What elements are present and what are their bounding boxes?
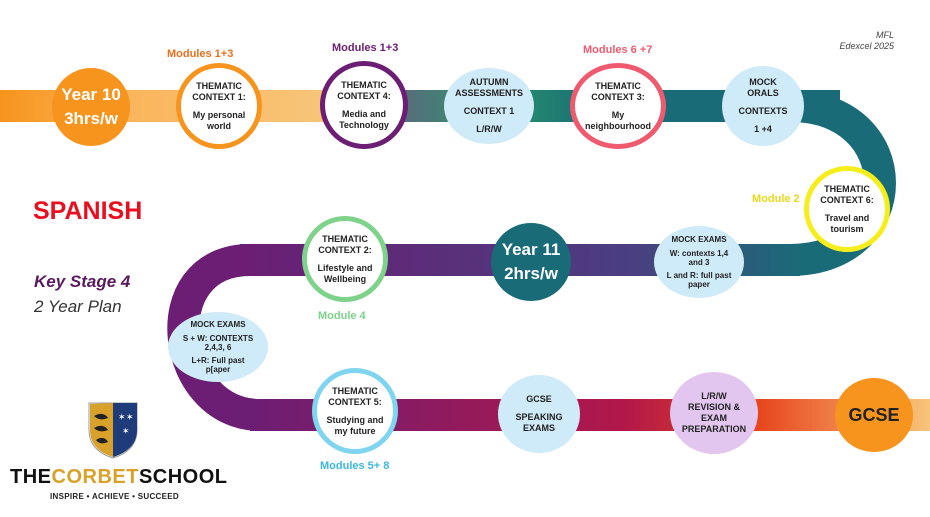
module-label-tc1: Modules 1+3 [167,48,234,60]
milestone-line: Wellbeing [323,273,367,284]
milestone-line: Studying and [326,414,384,425]
milestone-line: 1 +4 [754,124,772,134]
milestone-line: MOCK [749,77,777,87]
milestone-line: MOCK EXAMS [190,320,246,329]
milestone-line: GCSE [526,394,552,404]
milestone-line: ORALS [747,88,779,98]
plan-label: 2 Year Plan [34,297,122,316]
svg-text:✶: ✶ [118,413,126,423]
milestone-tc1: THEMATIC CONTEXT 1: My personal world [176,63,262,149]
milestone-year10: Year 10 3hrs/w [52,68,130,146]
module-label-tc5: Modules 5+ 8 [320,460,390,472]
milestone-line: Media and [341,108,386,119]
milestone-line: world [207,120,231,131]
milestone-line: CONTEXT 6: [820,194,874,205]
svg-text:✶: ✶ [126,413,134,423]
milestone-line: neighbourhood [585,120,651,131]
milestone-tc3: THEMATIC CONTEXT 3: My neighbourhood [570,63,666,149]
milestone-autumn: AUTUMN ASSESSMENTS CONTEXT 1 L/R/W [444,68,534,144]
milestone-mock-orals: MOCK ORALS CONTEXTS 1 +4 [722,66,804,146]
milestone-line: MOCK EXAMS [671,235,727,244]
milestone-line: My [611,109,625,120]
milestone-mock-exams-1: MOCK EXAMS W: contexts 1,4 and 3 L and R… [654,226,744,298]
milestone-line: THEMATIC [595,80,641,91]
milestone-line: CONTEXT 4: [337,90,391,101]
milestone-tc5: THEMATIC CONTEXT 5: Studying and my futu… [312,368,398,454]
milestone-line: L/R/W [701,391,727,401]
page-title: SPANISH [33,197,143,225]
exam-board: Edexcel 2025 [839,41,894,51]
school-name-part1: THE [10,466,52,488]
milestone-gcse-speaking: GCSE SPEAKING EXAMS [498,375,580,453]
milestone-line: SPEAKING [515,412,563,422]
svg-text:✶: ✶ [122,427,130,437]
milestone-line: CONTEXTS [738,106,788,116]
milestone-line: Year 11 [501,240,561,259]
milestone-line: REVISION & [687,402,740,412]
school-name: THECORBETSCHOOL [10,466,228,489]
milestone-line: 2,4,3, 6 [204,343,232,352]
school-name-part3: SCHOOL [138,466,228,488]
school-tagline: INSPIRE • ACHIEVE • SUCCEED [50,492,179,501]
milestone-line: paper [688,280,710,289]
milestone-tc4: THEMATIC CONTEXT 4: Media and Technology [320,61,408,149]
milestone-tc6: THEMATIC CONTEXT 6: Travel and tourism [804,166,890,252]
milestone-line: Technology [339,119,389,130]
milestone-line: THEMATIC [824,183,870,194]
milestone-line: THEMATIC [196,80,242,91]
milestone-line: THEMATIC [332,385,378,396]
module-label-tc2: Module 4 [318,310,366,322]
milestone-tc2: THEMATIC CONTEXT 2: Lifestyle and Wellbe… [302,216,388,302]
milestone-line: ASSESSMENTS [454,88,523,98]
milestone-line: EXAM [700,413,727,423]
milestone-year11: Year 11 2hrs/w [491,223,571,301]
milestone-line: CONTEXT 1 [463,106,515,116]
milestone-line: THEMATIC [322,233,368,244]
milestone-line: Lifestyle and [317,262,373,273]
milestone-line: CONTEXT 2: [318,244,372,255]
milestone-line: and 3 [688,258,710,267]
milestone-gcse: GCSE [835,378,913,452]
milestone-line: Travel and [824,212,870,223]
milestone-revision: L/R/W REVISION & EXAM PREPARATION [670,372,758,454]
milestone-line: CONTEXT 3: [591,91,645,102]
milestone-line: AUTUMN [469,77,509,87]
milestone-line: EXAMS [522,423,555,433]
milestone-line: S + W: CONTEXTS [182,334,254,343]
milestone-line: THEMATIC [341,79,387,90]
road-segment-1 [0,90,330,122]
school-crest-logo: ✶ ✶ ✶ [88,402,138,459]
milestone-line: L and R: full past [666,271,732,280]
module-label-tc3: Modules 6 +7 [583,44,653,56]
milestone-line: 3hrs/w [64,109,118,128]
milestone-line: p[aper [205,365,231,374]
module-label-tc4: Modules 1+3 [332,42,399,54]
milestone-line: W: contexts 1,4 [669,249,729,258]
milestone-line: tourism [830,223,864,234]
school-name-part2: CORBET [51,466,139,488]
milestone-line: CONTEXT 5: [328,396,382,407]
key-stage-label: Key Stage 4 [34,272,131,291]
milestone-line: Year 10 [61,85,121,104]
milestone-line: My personal [192,109,246,120]
subject-code: MFL [876,30,894,40]
milestone-line: CONTEXT 1: [192,91,246,102]
milestone-line: GCSE [848,405,900,425]
milestone-line: 2hrs/w [504,264,558,283]
milestone-mock-exams-2: MOCK EXAMS S + W: CONTEXTS 2,4,3, 6 L+R:… [168,312,268,382]
milestone-line: L+R: Full past [191,356,245,365]
header-info: MFL Edexcel 2025 [839,30,894,52]
milestone-line: my future [334,425,376,436]
milestone-line: L/R/W [476,124,502,134]
milestone-line: PREPARATION [681,424,747,434]
module-label-tc6: Module 2 [752,193,800,205]
